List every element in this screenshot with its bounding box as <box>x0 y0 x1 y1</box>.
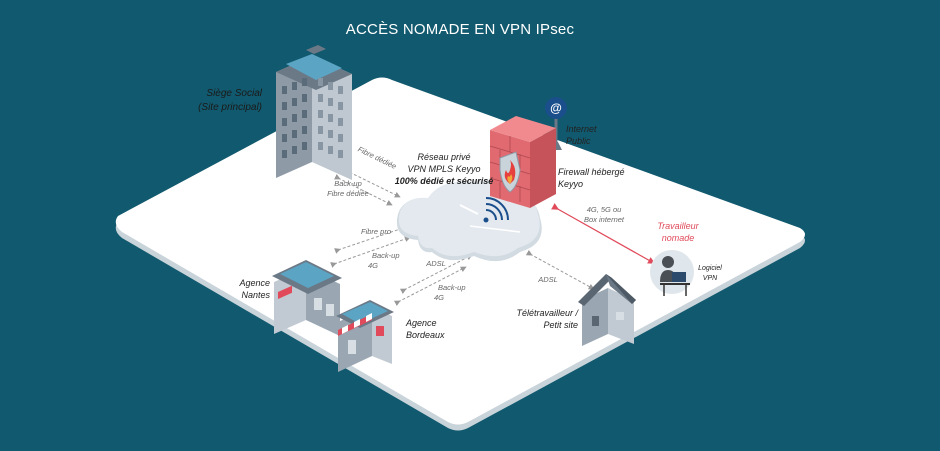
firewall-label: Firewall hébergé Keyyo <box>558 167 625 189</box>
svg-text:Réseau privé: Réseau privé <box>417 152 470 162</box>
tele-adsl-label: ADSL <box>537 275 558 284</box>
logiciel-label: Logiciel VPN <box>698 265 722 282</box>
nantes-label: Agence Nantes <box>238 278 270 300</box>
svg-text:Back-up: Back-up <box>372 251 400 260</box>
svg-text:4G, 5G ou: 4G, 5G ou <box>587 205 622 214</box>
nantes-backup-line <box>330 236 411 268</box>
svg-text:Box internet: Box internet <box>584 215 625 224</box>
house-icon <box>578 274 636 346</box>
teletravailleur-label: Télétravailleur / Petit site <box>516 308 579 330</box>
svg-text:Logiciel: Logiciel <box>698 265 722 272</box>
svg-text:Public: Public <box>566 136 591 146</box>
nomade-link-label: 4G, 5G ou Box internet <box>584 205 625 224</box>
svg-text:Petit site: Petit site <box>543 320 578 330</box>
nantes-fibre-label: Fibre pro <box>361 227 391 236</box>
diagram-title: ACCÈS NOMADE EN VPN IPsec <box>346 21 575 38</box>
internet-label: Internet Public <box>566 124 597 146</box>
svg-text:Fibre dédiée: Fibre dédiée <box>327 189 369 198</box>
svg-text:Bordeaux: Bordeaux <box>406 330 445 340</box>
nomade-link-line <box>551 203 656 264</box>
bordeaux-backup-line <box>393 266 467 307</box>
svg-text:4G: 4G <box>368 261 378 270</box>
svg-text:Back-up: Back-up <box>438 283 466 292</box>
svg-text:VPN MPLS Keyyo: VPN MPLS Keyyo <box>407 164 480 174</box>
svg-text:VPN: VPN <box>703 275 718 282</box>
svg-text:Firewall hébergé: Firewall hébergé <box>558 167 625 177</box>
shop-icon <box>272 260 342 336</box>
bordeaux-adsl-label: ADSL <box>425 259 446 268</box>
svg-text:Internet: Internet <box>566 124 597 134</box>
flame-shield-icon <box>489 116 556 208</box>
svg-text:Siège Social: Siège Social <box>206 88 262 99</box>
svg-text:Agence: Agence <box>238 278 270 288</box>
siege-label: Siège Social (Site principal) <box>198 88 263 113</box>
svg-text:@: @ <box>550 101 562 115</box>
svg-text:Agence: Agence <box>405 318 437 328</box>
bordeaux-label: Agence Bordeaux <box>405 318 445 340</box>
shop-icon <box>336 300 394 372</box>
nantes-backup-label: Back-up 4G <box>368 251 400 270</box>
svg-text:Travailleur: Travailleur <box>657 221 699 231</box>
nomade-label: Travailleur nomade <box>657 221 699 243</box>
svg-text:nomade: nomade <box>662 233 695 243</box>
tele-adsl-line <box>525 249 595 290</box>
office-building-icon <box>276 45 352 180</box>
svg-text:Back-up: Back-up <box>334 179 362 188</box>
svg-text:Télétravailleur /: Télétravailleur / <box>516 308 579 318</box>
svg-text:Keyyo: Keyyo <box>558 179 583 189</box>
laptop-user-icon <box>650 250 694 296</box>
svg-text:100% dédié et sécurisé: 100% dédié et sécurisé <box>395 176 494 186</box>
svg-text:4G: 4G <box>434 293 444 302</box>
bordeaux-backup-label: Back-up 4G <box>434 283 466 302</box>
siege-backup-label: Back-up Fibre dédiée <box>327 179 369 198</box>
svg-text:Nantes: Nantes <box>241 290 270 300</box>
reseau-label: Réseau privé VPN MPLS Keyyo 100% dédié e… <box>395 152 494 186</box>
svg-text:(Site principal): (Site principal) <box>198 102 262 113</box>
